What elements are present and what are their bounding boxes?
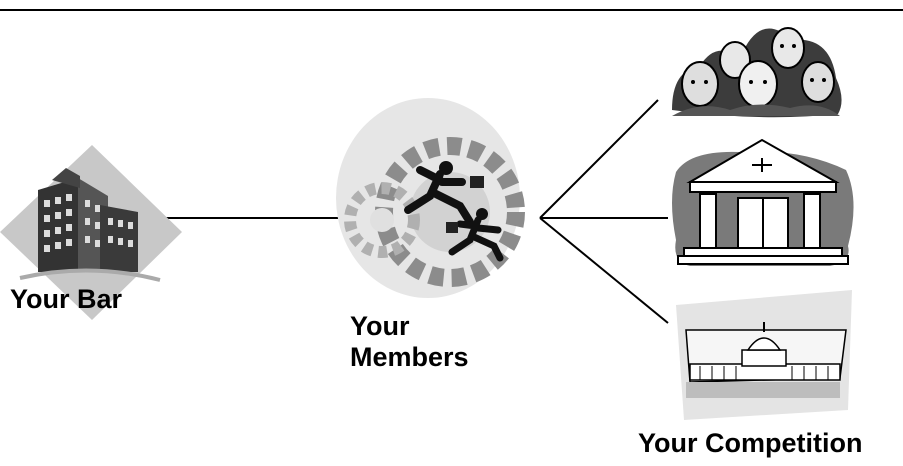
your-members-label: Your Members xyxy=(350,311,469,373)
your-bar-label: Your Bar xyxy=(10,284,123,314)
your-competition-label: Your Competition xyxy=(638,428,863,458)
connector-members-capitol xyxy=(539,217,669,324)
your-members-line1: Your xyxy=(350,311,410,341)
courthouse-icon xyxy=(672,138,854,266)
business-people-gears-icon xyxy=(336,98,525,298)
capitol-building-icon xyxy=(676,290,852,420)
connector-members-public xyxy=(539,99,659,219)
office-building-icon xyxy=(0,145,182,320)
group-of-people-icon xyxy=(672,27,842,118)
your-members-line2: Members xyxy=(350,342,469,372)
